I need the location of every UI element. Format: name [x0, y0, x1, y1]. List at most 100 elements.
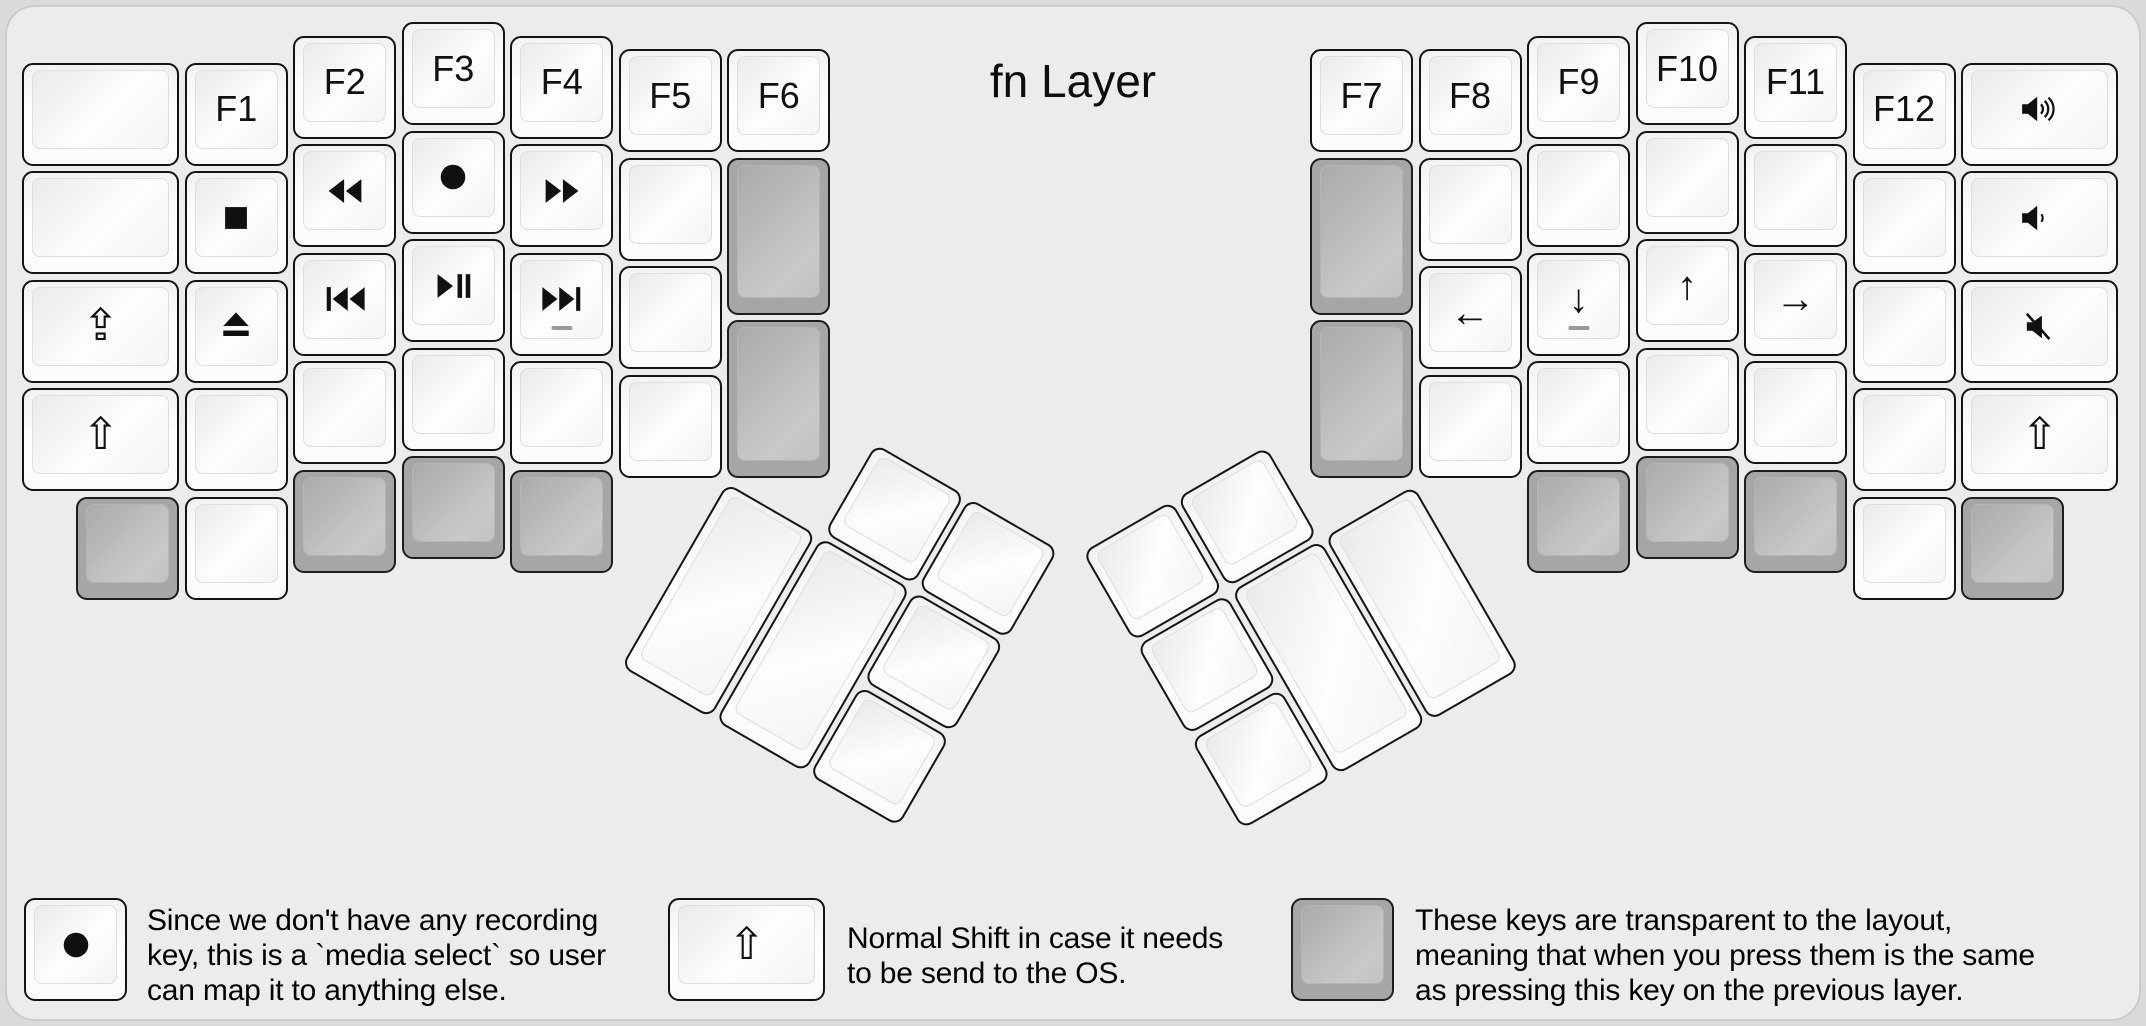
keycap-surface: [1428, 381, 1512, 461]
key-f3-label: F3: [432, 47, 475, 89]
keycap-surface: [628, 164, 712, 244]
key-arrow-down-label: ↓: [1568, 277, 1589, 322]
keycap-surface: →: [1754, 259, 1837, 339]
keycap-surface: [1754, 151, 1837, 231]
keycap-surface: [303, 151, 387, 231]
key-shift-label: ⇧: [728, 919, 766, 969]
key-blank: [618, 374, 722, 478]
key-blank: [1418, 157, 1522, 261]
key-f6: F6: [727, 49, 831, 153]
key-blank: [1852, 496, 1956, 600]
keycap-surface: F4: [520, 42, 604, 122]
keycap-surface: [303, 368, 387, 448]
key-f5: F5: [618, 49, 722, 153]
key-f4: F4: [510, 35, 614, 139]
keycap-surface: [1320, 164, 1403, 298]
keycap-surface: [194, 503, 278, 583]
key-caps-lock-label: ⇪: [82, 301, 120, 351]
play-pause-icon: [433, 271, 473, 301]
key-f5-label: F5: [649, 74, 692, 116]
key-f8-label: F8: [1448, 74, 1491, 116]
keycap-surface: [194, 286, 278, 366]
key-blank: [618, 266, 722, 370]
key-blank: [184, 496, 288, 600]
keycap-surface: [1862, 178, 1946, 258]
key-f9-label: F9: [1557, 61, 1600, 103]
key-blank: [510, 361, 614, 465]
key-arrow-up: ↑: [1635, 239, 1739, 342]
key-arrow-left: ←: [1418, 266, 1522, 370]
keycap-surface: [86, 503, 170, 583]
keycap-surface: [1971, 178, 2109, 258]
keycap-surface: F6: [737, 56, 821, 136]
key-stop: [184, 171, 288, 275]
key-volume-down: [1961, 171, 2119, 275]
keycap-surface: ⇪: [32, 286, 170, 366]
key-eject: [184, 279, 288, 383]
key-transparent: [727, 320, 831, 478]
stop-icon: [216, 203, 256, 233]
key-f10: F10: [1635, 22, 1739, 125]
keycap-surface: ⇧: [1971, 395, 2109, 475]
keycap-surface: [520, 368, 604, 448]
keycap-surface: ⇧: [32, 395, 170, 475]
key-blank: [1635, 347, 1739, 451]
key-rewind: [293, 144, 397, 248]
legend-text-3: These keys are transparent to the layout…: [1415, 903, 2035, 1008]
keycap-surface: [737, 327, 821, 461]
key-transparent: [1635, 456, 1739, 559]
key-arrow-right: →: [1744, 252, 1847, 356]
keycap-surface: [737, 164, 821, 298]
keycap-surface: [1428, 164, 1512, 244]
legend-text-line: Since we don't have any recording: [147, 904, 599, 937]
key-prev-track: [293, 252, 397, 356]
record-icon: [56, 930, 96, 960]
keycap-surface: [303, 259, 387, 339]
key-f7: F7: [1310, 49, 1413, 153]
keycap-surface: [628, 273, 712, 353]
legend-text-line: meaning that when you press them is the …: [1415, 939, 2035, 972]
key-blank: [1635, 130, 1739, 234]
legend-text-line: These keys are transparent to the layout…: [1415, 904, 1953, 937]
keycap-surface: F7: [1320, 56, 1403, 136]
key-transparent: [293, 469, 397, 573]
key-transparent: [727, 157, 831, 315]
legend-text-line: as pressing this key on the previous lay…: [1415, 974, 1964, 1007]
key-f12: F12: [1852, 62, 1956, 166]
legend-key-1: [24, 898, 127, 1001]
keycap-surface: F1: [194, 69, 278, 149]
key-blank: [1744, 144, 1847, 248]
keycap-surface: [411, 137, 495, 217]
mute-icon: [2018, 310, 2062, 342]
keycap-surface: [520, 476, 604, 556]
rewind-icon: [325, 176, 365, 206]
keycap-surface: [1862, 503, 1946, 583]
key-f7-label: F7: [1340, 74, 1383, 116]
key-f11: F11: [1744, 35, 1847, 139]
key-transparent: [76, 496, 180, 600]
keycap-surface: [1862, 395, 1946, 475]
keycap-surface: ↑: [1645, 246, 1729, 325]
keycap-surface: [1537, 368, 1620, 448]
keycap-surface: [1645, 137, 1729, 217]
key-f2: F2: [293, 35, 397, 139]
key-f11-label: F11: [1765, 61, 1826, 103]
key-f3: F3: [401, 22, 505, 125]
keycap-surface: [34, 905, 117, 984]
keycap-surface: [1754, 368, 1837, 448]
legend-key-2: ⇧: [668, 898, 826, 1001]
key-volume-up: [1961, 62, 2119, 166]
keycap-surface: [1971, 286, 2109, 366]
volume-up-icon: [2018, 93, 2062, 125]
keycap-surface: F12: [1862, 69, 1946, 149]
keycap-surface: ↓: [1537, 259, 1620, 339]
key-f4-label: F4: [540, 61, 583, 103]
keycap-surface: [32, 69, 170, 149]
keycap-surface: F11: [1754, 42, 1837, 122]
key-f2-label: F2: [323, 61, 366, 103]
keycap-surface: [1971, 503, 2054, 583]
key-blank: [22, 62, 180, 166]
key-blank: [1852, 279, 1956, 383]
keycap-surface: F5: [628, 56, 712, 136]
